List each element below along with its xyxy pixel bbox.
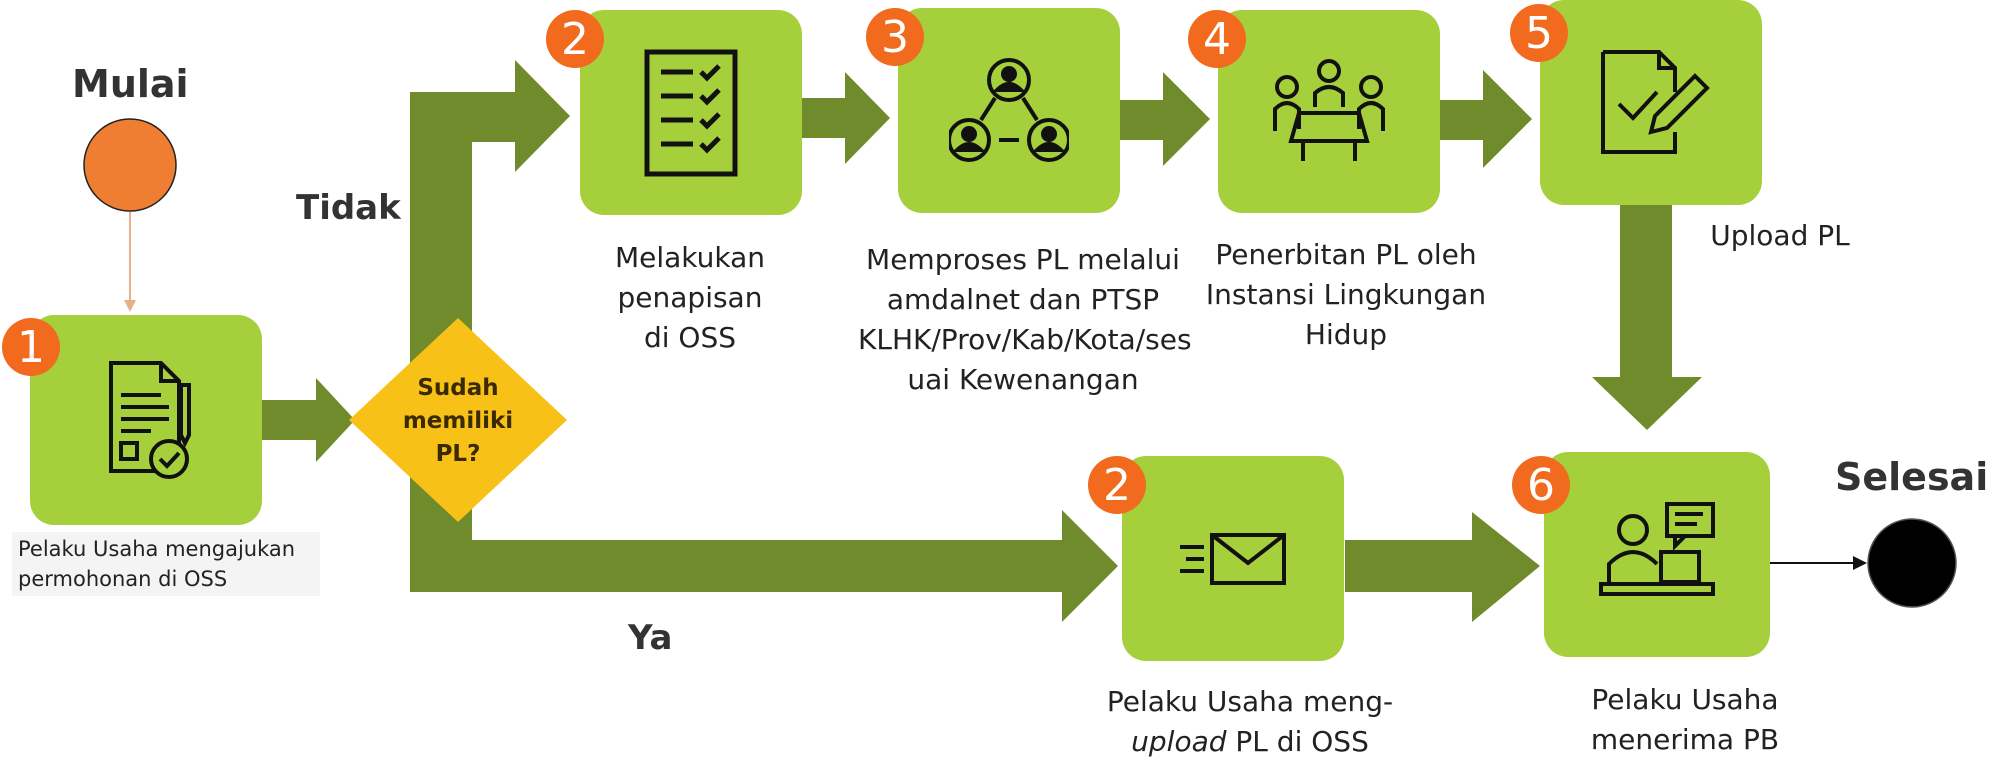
arrow-4-5-head <box>1483 70 1532 168</box>
step-2a-badge: 2 <box>546 10 604 68</box>
decision-line1: Sudah <box>417 375 499 401</box>
arrow-5-6-head <box>1592 377 1702 430</box>
step-1-caption-line1: Pelaku Usaha mengajukan <box>18 537 296 561</box>
step-1-caption-line2: permohonan di OSS <box>18 567 228 591</box>
arrow-2-3-shaft <box>802 98 848 138</box>
arrow-tidak-head <box>515 60 570 172</box>
step-6-badge: 6 <box>1512 456 1570 514</box>
step-6-box <box>1544 452 1770 657</box>
arrow-2-3-head <box>845 72 890 164</box>
step-2a-caption-line1: Melakukan penapisan <box>614 241 766 314</box>
arrow-3-4-head <box>1163 72 1210 166</box>
step-2b-caption-rest: PL di OSS <box>1226 725 1369 758</box>
step-2b-box <box>1122 456 1344 661</box>
user-computer-icon <box>1597 500 1717 610</box>
start-circle <box>83 118 177 212</box>
arrow-2b-6-head <box>1472 512 1540 622</box>
start-label: Mulai <box>72 62 189 106</box>
checklist-icon <box>641 48 741 178</box>
decision-line3: PL? <box>435 441 481 467</box>
step-3-box <box>898 8 1120 213</box>
step-1-badge: 1 <box>2 318 60 376</box>
arrow-ya-head <box>1062 510 1118 622</box>
step-6-caption: Pelaku Usaha menerima PB <box>1535 680 1835 760</box>
step-4-box <box>1218 10 1440 213</box>
step-3-caption: Memproses PL melalui amdalnet dan PTSP K… <box>858 240 1192 400</box>
step-5-badge: 5 <box>1510 4 1568 62</box>
end-circle <box>1867 518 1957 608</box>
step-2b-caption: Pelaku Usaha meng- upload PL di OSS <box>1100 682 1400 762</box>
arrow-2b-6-shaft <box>1345 540 1475 592</box>
step-3-badge: 3 <box>866 8 924 66</box>
branch-yes-label: Ya <box>628 618 673 658</box>
arrow-5-6-shaft <box>1620 205 1672 380</box>
step-4-badge: 4 <box>1188 10 1246 68</box>
arrow-s1-decision-head <box>316 378 355 462</box>
step-2a-caption: Melakukan penapisan di OSS <box>540 238 840 358</box>
step-1-caption: Pelaku Usaha mengajukan permohonan di OS… <box>12 532 320 596</box>
step-3-caption-line3: KLHK/Prov/Kab/Kota/ses <box>858 323 1192 356</box>
arrow-tidak-shaft <box>410 92 525 142</box>
step-6-caption-line1: Pelaku Usaha <box>1591 683 1779 716</box>
decision-diamond <box>349 318 567 522</box>
step-4-caption-line1: Penerbitan PL oleh <box>1215 238 1477 271</box>
arrow-ya-shaft <box>410 540 1070 592</box>
arrow-3-4-shaft <box>1120 100 1166 140</box>
step-3-caption-line2: amdalnet dan PTSP <box>886 283 1160 316</box>
step-2b-badge: 2 <box>1088 456 1146 514</box>
step-3-caption-line1: Memproses PL melalui <box>866 243 1180 276</box>
start-connector-head <box>124 300 136 312</box>
step-2a-caption-line2: di OSS <box>643 321 737 354</box>
step-3-caption-line4: uai Kewenangan <box>907 363 1139 396</box>
decision-line2: memiliki <box>402 408 514 434</box>
step-4-caption: Penerbitan PL oleh Instansi Lingkungan H… <box>1196 235 1496 355</box>
step-1-box <box>30 315 262 525</box>
step-5-caption: Upload PL <box>1710 219 1850 252</box>
network-people-icon <box>949 56 1069 166</box>
step-5-box <box>1540 0 1762 205</box>
arrow-s1-decision-shaft <box>262 400 317 440</box>
step-2a-box <box>580 10 802 215</box>
step-4-caption-line3: Hidup <box>1304 318 1388 351</box>
decision-label: Sudah memiliki PL? <box>378 372 538 471</box>
step-2b-caption-line1: Pelaku Usaha meng- <box>1106 685 1394 718</box>
step-2b-caption-upload: upload <box>1131 725 1227 758</box>
end-label: Selesai <box>1835 455 1989 499</box>
step-4-caption-line2: Instansi Lingkungan <box>1205 278 1487 311</box>
meeting-icon <box>1269 57 1389 167</box>
step-6-caption-line2: menerima PB <box>1590 723 1780 756</box>
document-check-icon <box>91 355 201 485</box>
arrow-4-5-shaft <box>1440 100 1486 140</box>
step-2b-caption-line2: upload PL di OSS <box>1100 722 1400 762</box>
end-connector-head <box>1853 556 1867 570</box>
branch-no-label: Tidak <box>296 188 401 228</box>
edit-document-icon <box>1591 48 1711 158</box>
envelope-icon <box>1178 529 1288 589</box>
